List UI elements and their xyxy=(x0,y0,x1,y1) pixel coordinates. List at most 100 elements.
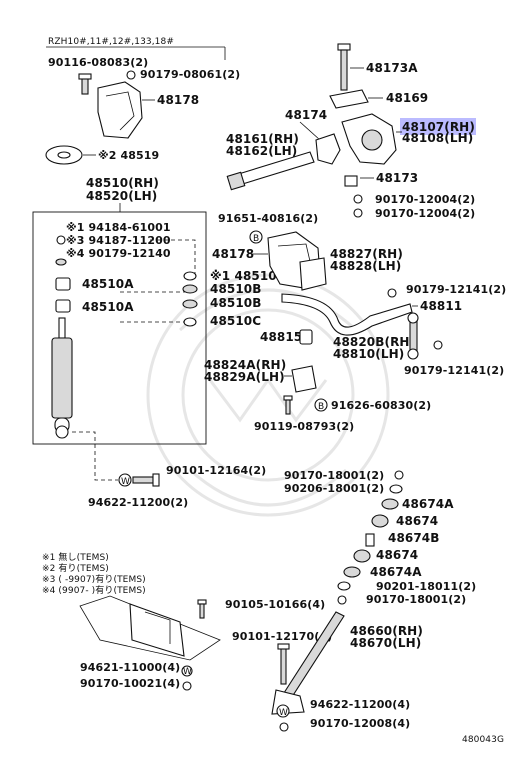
label-48674a-2[interactable]: 48674A xyxy=(370,565,422,579)
label-48810[interactable]: 48810(LH) xyxy=(333,347,404,361)
label-90179-12141-b[interactable]: 90179-12141(2) xyxy=(404,364,504,377)
shock-absorber-frame xyxy=(32,211,207,445)
torsion-bar-48161 xyxy=(226,151,315,191)
label-90170-18001-b[interactable]: 90170-18001(2) xyxy=(366,593,466,606)
label-48510c-1[interactable]: ※1 48510C xyxy=(210,269,286,283)
label-90116[interactable]: 90116-08083(2) xyxy=(48,56,148,69)
bolt-91651-icon xyxy=(249,230,263,244)
label-48811[interactable]: 48811 xyxy=(420,299,462,313)
label-note4[interactable]: ※4 90179-12140 xyxy=(66,247,171,260)
label-48108[interactable]: 48108(LH) xyxy=(402,131,473,145)
label-48520[interactable]: 48520(LH) xyxy=(86,189,157,203)
leader-48174 xyxy=(299,121,321,141)
bolt-90105-icon xyxy=(197,599,207,619)
label-48510c-2[interactable]: 48510C xyxy=(210,314,261,328)
nut-90170-12008-icon xyxy=(279,722,289,732)
label-48510b-2[interactable]: 48510B xyxy=(210,296,262,310)
label-note1[interactable]: ※1 94184-61001 xyxy=(66,221,171,234)
washer-94622-b-icon xyxy=(276,704,290,718)
label-48670[interactable]: 48670(LH) xyxy=(350,636,421,650)
label-90105[interactable]: 90105-10166(4) xyxy=(225,598,325,611)
nut-90170-10021-icon xyxy=(182,681,192,691)
label-94622-b[interactable]: 94622-11200(4) xyxy=(310,698,410,711)
label-48173a[interactable]: 48173A xyxy=(366,61,418,75)
bushing-48674a-2 xyxy=(343,566,361,578)
nut-small-icon xyxy=(56,235,66,245)
label-48660[interactable]: 48660(RH) xyxy=(350,624,423,638)
label-90170-a[interactable]: 90170-12004(2) xyxy=(375,193,475,206)
link-48820b xyxy=(407,312,419,360)
bushing-48674a-1 xyxy=(381,498,399,510)
washer-94621-icon xyxy=(181,665,193,677)
label-48107[interactable]: 48107(RH) xyxy=(402,120,475,134)
shock-absorber-body xyxy=(51,317,73,439)
washer-94621-letter: W xyxy=(183,667,192,677)
label-90170-10021[interactable]: 90170-10021(4) xyxy=(80,677,180,690)
arm-hub xyxy=(361,129,383,151)
bolt-91626-icon xyxy=(314,398,328,412)
label-90170-b[interactable]: 90170-12004(2) xyxy=(375,207,475,220)
note-2: ※2 有り(TEMS) xyxy=(42,562,109,574)
label-48519[interactable]: ※2 48519 xyxy=(98,149,159,162)
nut-90170-b xyxy=(353,208,363,218)
nut-90179-a xyxy=(387,288,397,298)
label-90170-18001-a[interactable]: 90170-18001(2) xyxy=(284,469,384,482)
torsion-seat-48174 xyxy=(315,133,341,165)
label-48815[interactable]: 48815 xyxy=(260,330,302,344)
washer-icon xyxy=(55,258,67,266)
label-90119[interactable]: 90119-08793(2) xyxy=(254,420,354,433)
label-48827[interactable]: 48827(RH) xyxy=(330,247,403,261)
block-48169 xyxy=(329,89,369,109)
nut-90170-18001-b xyxy=(337,595,347,605)
nut-icon xyxy=(126,70,136,80)
label-48173[interactable]: 48173 xyxy=(376,171,418,185)
label-90170-12008[interactable]: 90170-12008(4) xyxy=(310,717,410,730)
label-48674-1[interactable]: 48674 xyxy=(396,514,438,528)
washer-90206 xyxy=(389,484,403,494)
nut-90170-a xyxy=(353,194,363,204)
bushing-48815 xyxy=(299,329,313,345)
label-90101-12164[interactable]: 90101-12164(2) xyxy=(166,464,266,477)
label-90101-12170[interactable]: 90101-12170(4) xyxy=(232,630,332,643)
label-48169[interactable]: 48169 xyxy=(386,91,428,105)
label-90179-08061[interactable]: 90179-08061(2) xyxy=(140,68,240,81)
label-48174[interactable]: 48174 xyxy=(285,108,327,122)
label-48510b-1[interactable]: 48510B xyxy=(210,282,262,296)
label-90206[interactable]: 90206-18001(2) xyxy=(284,482,384,495)
label-48674b[interactable]: 48674B xyxy=(388,531,440,545)
label-48510[interactable]: 48510(RH) xyxy=(86,176,159,190)
label-48674a-1[interactable]: 48674A xyxy=(402,497,454,511)
label-90201[interactable]: 90201-18011(2) xyxy=(376,580,476,593)
label-48829a[interactable]: 48829A(LH) xyxy=(204,370,285,384)
bushing-48510c-2 xyxy=(183,317,197,327)
dashed-connector-d xyxy=(72,431,118,481)
note-1: ※1 無し(TEMS) xyxy=(42,551,109,563)
nut-48173 xyxy=(344,175,358,187)
bracket-detail xyxy=(105,91,135,131)
label-48510a-2[interactable]: 48510A xyxy=(82,300,134,314)
label-48510a-1[interactable]: 48510A xyxy=(82,277,134,291)
bushing-48674-2 xyxy=(353,549,371,563)
label-48178-a[interactable]: 48178 xyxy=(157,93,199,107)
nut-90170-18001-a xyxy=(394,470,404,480)
label-91626[interactable]: 91626-60830(2) xyxy=(331,399,431,412)
label-48820b[interactable]: 48820B(RH) xyxy=(333,335,415,349)
frame-bracket xyxy=(79,595,221,661)
washer-94622-a-icon xyxy=(118,473,132,487)
label-91651[interactable]: 91651-40816(2) xyxy=(218,212,318,225)
watermark xyxy=(146,273,390,517)
label-90179-12141-a[interactable]: 90179-12141(2) xyxy=(406,283,506,296)
label-48828[interactable]: 48828(LH) xyxy=(330,259,401,273)
label-94621[interactable]: 94621-11000(4) xyxy=(80,661,180,674)
label-note3[interactable]: ※3 94187-11200 xyxy=(66,234,171,247)
bolt-90101-12164-icon xyxy=(132,473,160,487)
label-48162[interactable]: 48162(LH) xyxy=(226,144,297,158)
label-48674-2[interactable]: 48674 xyxy=(376,548,418,562)
bolt-icon xyxy=(78,73,92,95)
label-48824a[interactable]: 48824A(RH) xyxy=(204,358,286,372)
note-4: ※4 (9907- )有り(TEMS) xyxy=(42,584,146,596)
label-48178-b[interactable]: 48178 xyxy=(212,247,254,261)
label-94622-a[interactable]: 94622-11200(2) xyxy=(88,496,188,509)
label-48161[interactable]: 48161(RH) xyxy=(226,132,299,146)
